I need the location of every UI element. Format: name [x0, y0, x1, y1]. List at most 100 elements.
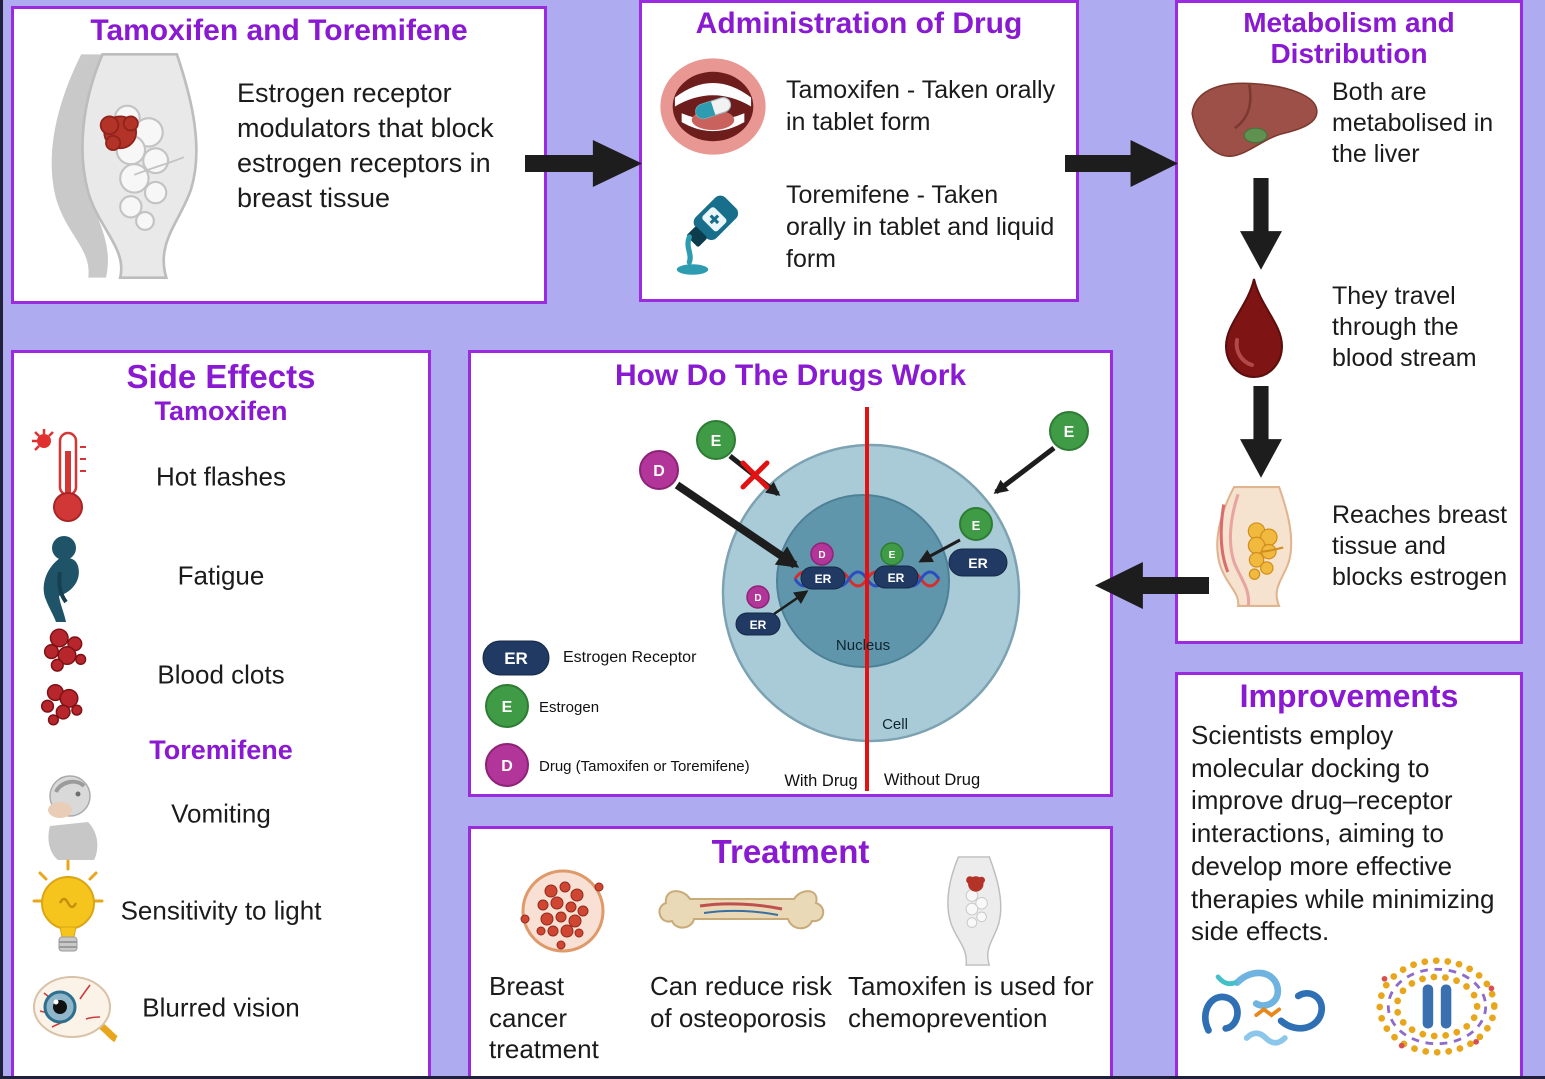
side-effect-item: Hot flashes [14, 427, 428, 527]
estrogen-molecules: E E E E [696, 410, 1089, 566]
side-effects-box: Side Effects Tamoxifen Hot flashes [11, 350, 431, 1076]
side-effects-title: Side Effects [126, 358, 316, 395]
svg-text:ER: ER [750, 618, 767, 632]
svg-text:E: E [972, 518, 981, 533]
improvements-box: Improvements Scientists employ molecular… [1175, 672, 1523, 1076]
legend-er-swatch [482, 640, 550, 676]
treatment-column: Tamoxifen is used for chemoprevention [840, 855, 1100, 1066]
liver-icon [1184, 76, 1324, 172]
thermometer-sun-icon [30, 428, 102, 525]
svg-text:D: D [653, 463, 665, 480]
membrane-receptor-icon [1362, 954, 1512, 1059]
mouth-pill-icon [654, 55, 772, 158]
svg-text:ER: ER [888, 571, 905, 585]
side-effect-item: Blurred vision [14, 960, 428, 1056]
side-effect-label: Blurred vision [142, 992, 300, 1023]
legend-d-swatch [485, 742, 529, 787]
metabolism-box: Metabolism and Distribution Both are met… [1175, 0, 1523, 644]
intro-box: Tamoxifen and Toremifene Est [11, 6, 547, 304]
treatment-box: Treatment B [468, 826, 1113, 1076]
blood-drop-icon [1184, 276, 1324, 380]
cell-label: Cell [882, 716, 908, 733]
treatment-item-text: Tamoxifen is used for chemoprevention [848, 971, 1094, 1033]
mechanism-title: How Do The Drugs Work [614, 359, 967, 392]
svg-text:ER: ER [504, 649, 528, 668]
metabolism-step-text: Reaches breast tissue and blocks estroge… [1332, 500, 1508, 591]
side-effect-label: Hot flashes [155, 461, 287, 492]
cancer-cells-icon [481, 855, 642, 967]
intro-title: Tamoxifen and Toremifene [90, 14, 468, 47]
intro-body: Estrogen receptor modulators that block … [14, 48, 544, 282]
medicine-bottle-icon [654, 176, 772, 279]
administration-row-toremifene: Toremifene - Taken orally in tablet and … [642, 176, 1076, 279]
metabolism-step-breast: Reaches breast tissue and blocks estroge… [1178, 484, 1520, 609]
metabolism-step-text: They travel through the blood stream [1332, 282, 1477, 373]
improvements-title: Improvements [1239, 678, 1459, 714]
side-effect-item: Fatigue [14, 527, 428, 625]
side-effect-item: Blood clots [14, 625, 428, 726]
svg-text:E: E [1064, 424, 1075, 441]
without-drug-label: Without Drug [884, 771, 980, 789]
flow-arrow-administration-to-metabolism [1065, 140, 1178, 187]
side-effect-label: Sensitivity to light [120, 895, 322, 926]
legend-er-label: Estrogen Receptor [563, 649, 697, 666]
intro-description: Estrogen receptor modulators that block … [237, 77, 494, 213]
cell-nucleus [776, 493, 950, 668]
divider-labels: With Drug Without Drug [784, 771, 980, 790]
legend-e-swatch [485, 683, 529, 728]
metabolism-step-text: Both are metabolised in the liver [1332, 78, 1494, 169]
side-effects-heading-tamoxifen: Tamoxifen [154, 395, 288, 426]
administration-title: Administration of Drug [695, 7, 1023, 40]
svg-text:E: E [889, 550, 896, 561]
blocked-x-icon [740, 460, 770, 490]
treatment-column: Can reduce risk of osteoporosis [642, 855, 840, 1066]
treatment-column: Breast cancer treatment [481, 855, 642, 1066]
administration-box: Administration of Drug Tamoxifen - Taken… [639, 0, 1079, 302]
svg-text:E: E [502, 699, 513, 716]
administration-item-text: Tamoxifen - Taken orally in tablet form [786, 76, 1056, 137]
legend-d-label: Drug (Tamoxifen or Toremifene) [539, 758, 750, 775]
treatment-title: Treatment [711, 833, 870, 870]
metabolism-title: Metabolism and Distribution [1243, 7, 1455, 70]
breast-tissue-icon [1184, 484, 1324, 609]
eye-icon [30, 969, 118, 1047]
svg-text:ER: ER [815, 572, 832, 586]
side-effect-item: Sensitivity to light [14, 859, 428, 963]
flow-arrow-down-1 [1240, 177, 1282, 270]
protein-structure-icon [1186, 954, 1336, 1059]
treatment-item-text: Breast cancer treatment [489, 971, 599, 1065]
treatment-columns: Breast cancer treatment Can reduce risk … [471, 829, 1110, 1066]
legend-e-label: Estrogen [539, 699, 599, 716]
blood-clots-icon [30, 620, 108, 730]
drug-molecules: D D D [639, 449, 834, 609]
fatigued-person-icon [30, 528, 110, 624]
improvements-description: Scientists employ molecular docking to i… [1191, 719, 1495, 947]
nucleus-label: Nucleus [836, 637, 890, 654]
side-effect-label: Blood clots [157, 659, 285, 690]
side-effect-label: Vomiting [171, 798, 271, 829]
svg-text:D: D [754, 593, 761, 604]
estrogen-receptors: ER ER ER ER [735, 548, 1008, 636]
svg-text:ER: ER [968, 555, 987, 571]
flow-arrow-down-2 [1240, 385, 1282, 478]
treatment-item-text: Can reduce risk of osteoporosis [649, 971, 833, 1033]
vomiting-person-icon [30, 766, 114, 862]
side-effect-item: Vomiting [14, 766, 428, 862]
cell-diagram: E E E E D D D ER ER [482, 406, 1089, 791]
administration-row-tamoxifen: Tamoxifen - Taken orally in tablet form [642, 55, 1076, 158]
metabolism-step-blood: They travel through the blood stream [1178, 276, 1520, 380]
svg-text:D: D [501, 758, 513, 775]
lightbulb-icon [30, 859, 106, 963]
bone-icon [642, 855, 840, 967]
svg-text:E: E [711, 433, 722, 450]
svg-text:D: D [818, 550, 825, 561]
side-effects-heading-toremifene: Toremifene [149, 734, 293, 765]
with-drug-label: With Drug [784, 772, 857, 790]
administration-item-text: Toremifene - Taken orally in tablet and … [786, 181, 1055, 274]
improvements-icons [1178, 948, 1520, 1059]
side-effect-label: Fatigue [177, 560, 265, 591]
breast-anatomy-icon [28, 50, 223, 282]
diagram-labels: Nucleus Cell [836, 637, 908, 733]
diagram-legend: ER Estrogen Receptor E Estrogen D Drug (… [482, 640, 750, 787]
